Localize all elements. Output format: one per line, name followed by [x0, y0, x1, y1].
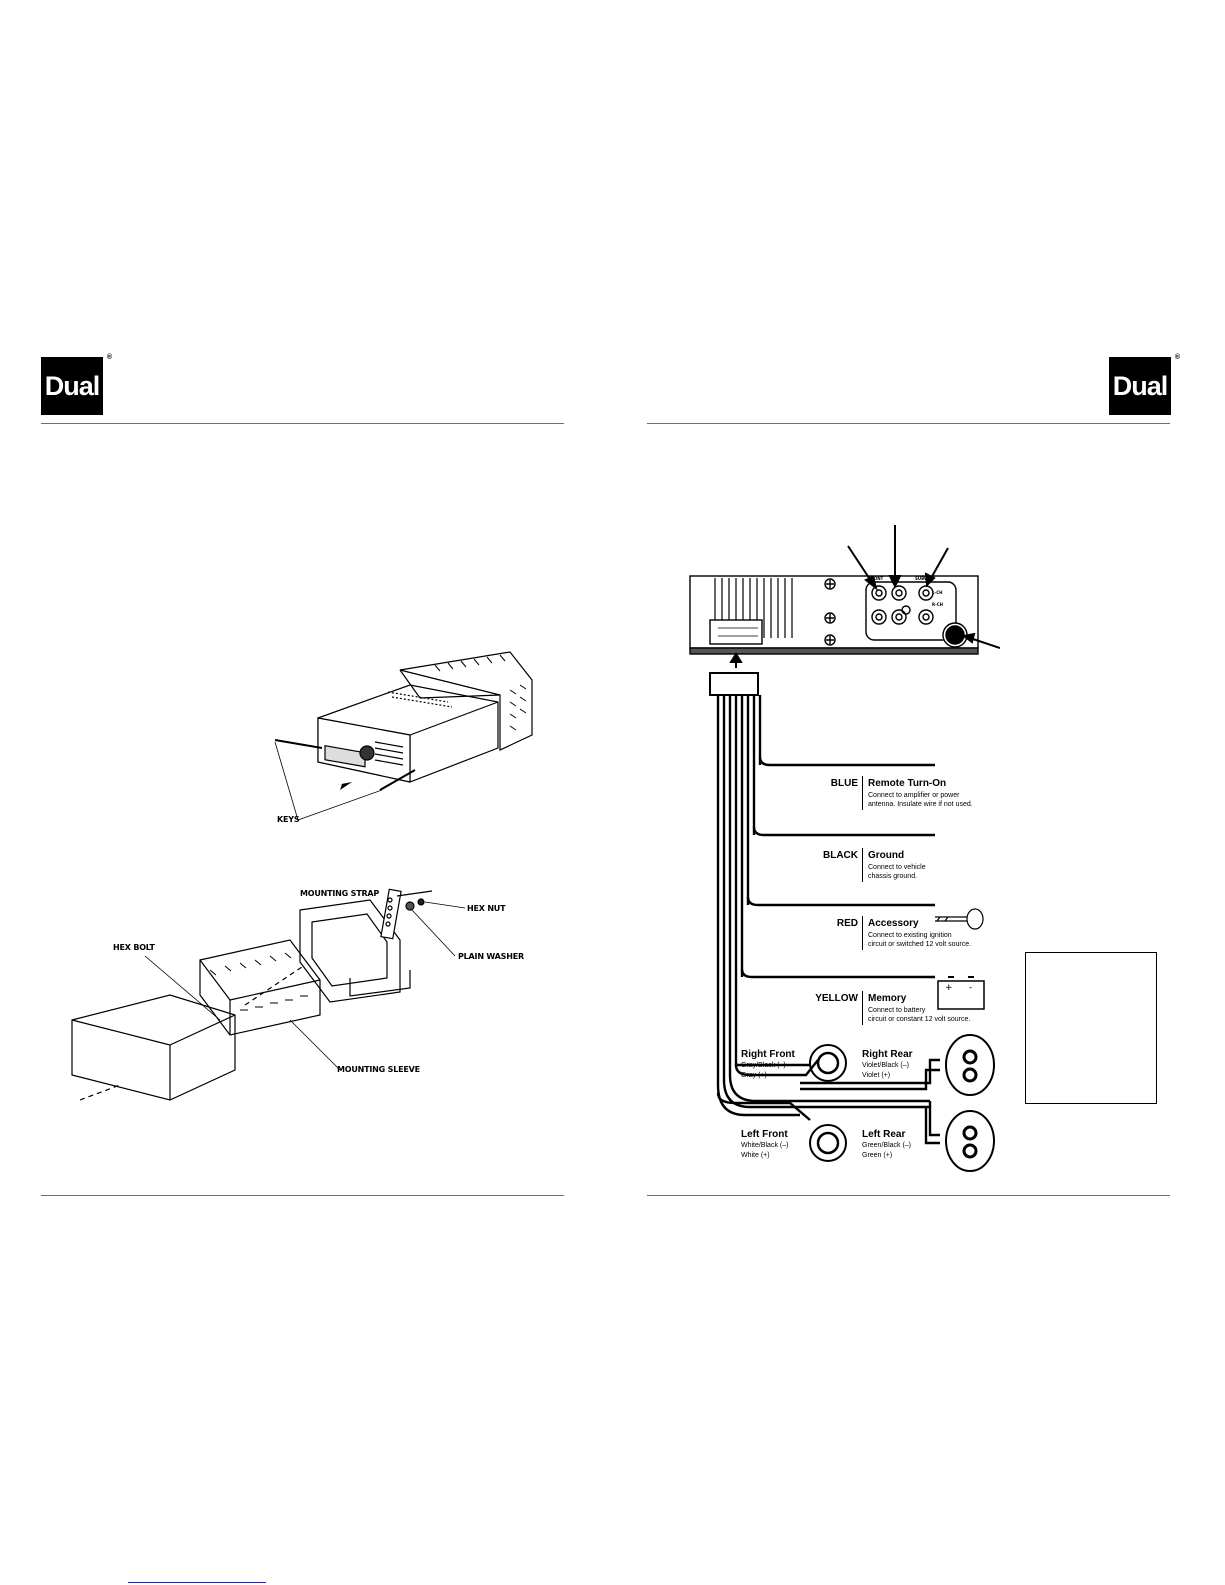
rear-panel-illustration	[689, 525, 1000, 668]
battery-minus: -	[969, 983, 973, 993]
header-rule-left	[41, 423, 564, 424]
header-rule-right	[647, 423, 1170, 424]
footer-rule-left	[41, 1195, 564, 1196]
subw-rca-label: SUBW	[915, 576, 929, 581]
wire-desc: circuit or switched 12 volt source.	[868, 941, 972, 948]
footer-rule-right	[647, 1195, 1170, 1196]
speaker-left-front-label: Left Front	[741, 1129, 788, 1140]
speaker-right-front-label: Right Front	[741, 1049, 795, 1060]
mounting-sleeve-label: MOUNTING SLEEVE	[337, 1065, 420, 1074]
mounting-illustration	[71, 888, 466, 1101]
battery-plus: +	[945, 983, 953, 993]
hex-nut-label: HEX NUT	[467, 904, 506, 913]
speaker-wire-neg: Green/Black (–)	[862, 1142, 912, 1149]
hyperlink-underline[interactable]	[128, 1582, 266, 1583]
speaker-wire-neg: White/Black (–)	[741, 1142, 789, 1149]
wire-desc: antenna. Insulate wire if not used.	[868, 801, 973, 808]
lch-label: L-CH	[932, 590, 943, 595]
speaker-wire-pos: White (+)	[741, 1152, 770, 1159]
dual-logo-left: Dual ®	[41, 354, 112, 415]
radio-removal-illustration	[274, 651, 533, 821]
hex-bolt-label: HEX BOLT	[113, 943, 155, 952]
speaker-wire-neg: Violet/Black (–)	[862, 1062, 909, 1069]
wire-title-ground: Ground	[868, 850, 905, 861]
speaker-wire-pos: Green (+)	[862, 1152, 893, 1159]
wire-color-blue: BLUE	[830, 778, 858, 789]
wire-separator	[862, 991, 863, 1025]
wire-color-black: BLACK	[823, 850, 858, 861]
wire-desc: Connect to amplifier or power	[868, 792, 960, 799]
front-rca-label: FRONT	[868, 576, 884, 581]
keys-label: KEYS	[277, 815, 300, 824]
speaker-wire-pos: Violet (+)	[862, 1072, 891, 1079]
wire-desc: chassis ground.	[868, 873, 918, 880]
wire-separator	[862, 848, 863, 882]
speaker-wire-neg: Gray/Black (–)	[741, 1062, 786, 1069]
mounting-strap-label: MOUNTING STRAP	[300, 889, 380, 898]
note-box	[1025, 952, 1157, 1104]
wire-title-remote: Remote Turn-On	[868, 778, 947, 789]
rch-label: R-CH	[932, 602, 944, 607]
wire-title-accessory: Accessory	[868, 918, 919, 929]
wire-color-red: RED	[836, 918, 858, 929]
wiring-harness-illustration	[709, 672, 995, 1172]
wire-desc: circuit or constant 12 volt source.	[868, 1016, 971, 1023]
registered-mark: ®	[1174, 354, 1180, 361]
speaker-right-rear-label: Right Rear	[862, 1049, 913, 1060]
registered-mark: ®	[106, 354, 112, 361]
plain-washer-label: PLAIN WASHER	[458, 952, 524, 961]
logo-text: Dual	[44, 370, 101, 401]
wire-separator	[862, 916, 863, 950]
wire-desc: Connect to battery	[868, 1007, 926, 1014]
wire-separator	[862, 776, 863, 810]
wire-title-memory: Memory	[868, 993, 907, 1004]
wire-color-yellow: YELLOW	[815, 993, 858, 1004]
wire-desc: Connect to vehicle	[868, 864, 926, 871]
dual-logo-right: Dual ®	[1109, 354, 1180, 415]
logo-text: Dual	[1112, 370, 1169, 401]
speaker-wire-pos: Gray (+)	[741, 1072, 767, 1079]
wire-desc: Connect to existing ignition	[868, 932, 952, 939]
speaker-left-rear-label: Left Rear	[862, 1129, 906, 1140]
